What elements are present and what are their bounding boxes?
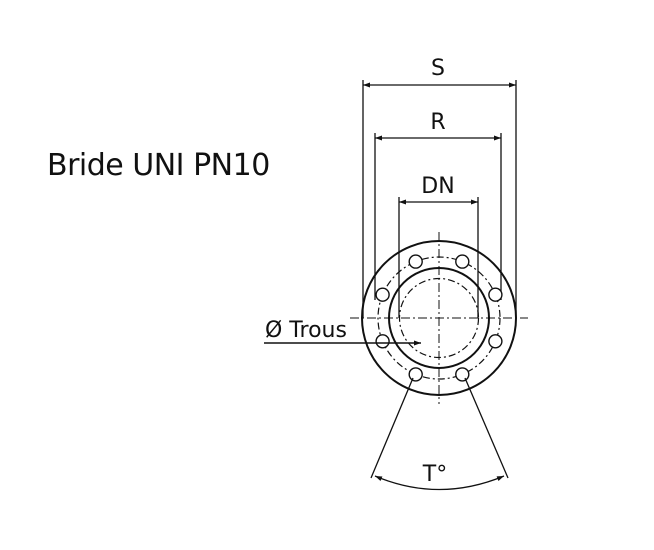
label-r: R [430, 110, 445, 135]
angle-construction [370, 377, 509, 491]
bolt-hole [375, 287, 390, 302]
diagram-title: Bride UNI PN10 [47, 148, 270, 183]
extension-lines [362, 80, 517, 318]
dimension-lines [363, 82, 516, 205]
bolt-holes [375, 254, 503, 382]
bolt-hole [408, 254, 423, 269]
label-dn: DN [421, 174, 454, 199]
label-trous: Ø Trous [265, 318, 347, 343]
centerlines [350, 232, 528, 404]
bolt-hole [455, 367, 470, 382]
angle-arc [374, 475, 505, 491]
bolt-hole [408, 367, 423, 382]
bolt-hole [455, 254, 470, 269]
bolt-hole [488, 287, 503, 302]
label-angle: T° [422, 462, 447, 487]
bolt-hole [375, 334, 390, 349]
bolt-hole [488, 334, 503, 349]
label-s: S [431, 56, 445, 81]
